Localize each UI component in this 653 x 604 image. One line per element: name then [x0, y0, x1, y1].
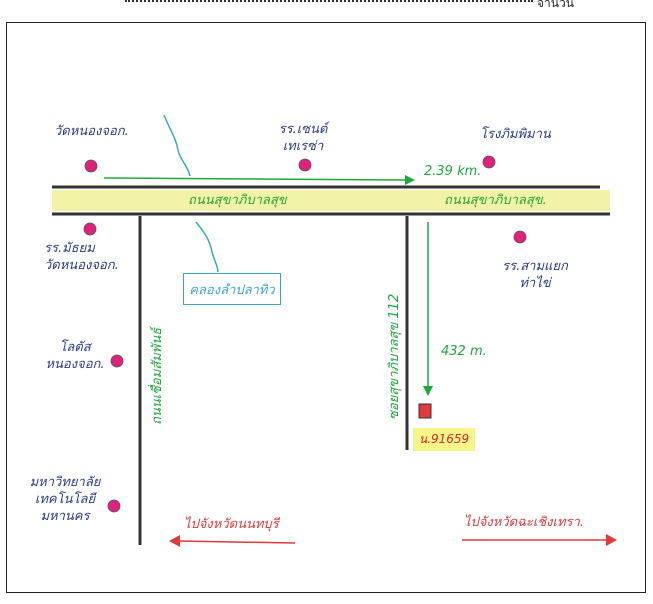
marker-cinema: [482, 155, 496, 169]
label-line: รร.สามแยก: [502, 259, 568, 274]
label-direction-right: ไปจังหวัดฉะเชิงเทรา.: [464, 515, 584, 530]
label-side-road-left: ถนนเชื่อมสัมพันธ์: [150, 327, 165, 425]
label-line: รร.เซนต์: [278, 122, 328, 137]
marker-school-matthayom: [83, 222, 97, 236]
label-university: มหาวิทยาลัย เทคโนโลยี มหานคร: [20, 474, 110, 525]
label-main-distance: 2.39 km.: [424, 164, 482, 179]
direction-arrow-left-head: [169, 535, 180, 547]
label-line: วัดหนองจอก.: [44, 258, 119, 273]
label-line: มหานคร: [40, 509, 90, 524]
marker-wat-nong-chok: [84, 159, 98, 173]
label-line: รร.มัธยม: [44, 241, 95, 256]
main-distance-arrowhead: [405, 175, 415, 185]
label-lotus: โลตัส หนองจอก.: [42, 339, 108, 373]
label-side-distance: 432 m.: [441, 344, 487, 359]
house-icon: [418, 403, 432, 419]
label-school-matthayom: รร.มัธยม วัดหนองจอก.: [44, 240, 119, 274]
label-cinema: โรงภิมพิมาน: [480, 127, 551, 142]
label-line: เทคโนโลยี: [34, 492, 96, 507]
label-side-road-right: ซอยสุขาภิบาลสุข 112: [387, 293, 402, 420]
label-main-road-right: ถนนสุขาภิบาลสุข.: [444, 193, 547, 208]
label-line: หนองจอก.: [45, 357, 105, 372]
header-trailing-text: จำนวน: [537, 0, 574, 10]
label-school-samaeng: รร.สามแยก ท่าไข่: [495, 258, 575, 292]
canal-line-upper: [163, 114, 191, 177]
map-frame: [6, 22, 646, 593]
label-line: ท่าไข่: [519, 276, 551, 291]
canal-label: คลองลำปลาทิว: [189, 282, 275, 298]
canal-label-box: คลองลำปลาทิว: [183, 273, 281, 305]
label-wat-nong-chok: วัดหนองจอก.: [54, 124, 129, 139]
label-line: มหาวิทยาลัย: [29, 475, 101, 490]
main-road-highlight: [52, 190, 610, 211]
marker-school-st-theresa: [298, 158, 312, 172]
direction-arrow-right-head: [606, 534, 617, 546]
label-main-road-left: ถนนสุขาภิบาลสุข: [188, 193, 287, 208]
label-line: เทเรซ่า: [282, 139, 324, 154]
side-distance-arrowhead: [423, 386, 433, 396]
direction-arrow-left-line: [177, 540, 296, 544]
marker-lotus: [110, 354, 124, 368]
main-distance-arrow-line: [103, 177, 409, 181]
page-header: จำนวน: [0, 0, 653, 14]
marker-university: [107, 499, 121, 513]
dotted-line: [125, 0, 533, 2]
house-number-label: น.91659: [413, 428, 476, 451]
canal-line-lower: [195, 221, 219, 273]
label-school-st-theresa: รร.เซนต์ เทเรซ่า: [268, 121, 338, 155]
marker-school-samaeng: [513, 230, 527, 244]
label-direction-left: ไปจังหวัดนนทบุรี: [184, 517, 279, 532]
label-line: โลตัส: [59, 340, 91, 355]
